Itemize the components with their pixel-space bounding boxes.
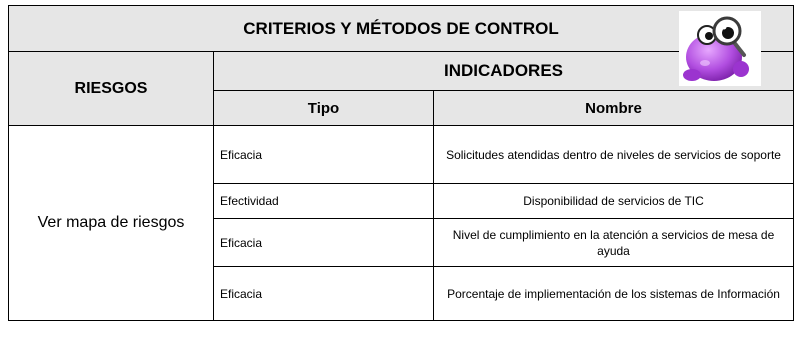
nombre-cell: Solicitudes atendidas dentro de niveles … xyxy=(432,125,795,184)
nombre-cell: Disponibilidad de servicios de TIC xyxy=(432,183,795,219)
tipo-header: Tipo xyxy=(213,90,434,126)
table-row: Eficacia Porcentaje de impliementación d… xyxy=(9,266,795,321)
nombre-header: Nombre xyxy=(432,90,795,126)
mascot-graphic xyxy=(683,16,749,81)
tipo-cell: Eficacia xyxy=(213,266,434,321)
table-title: CRITERIOS Y MÉTODOS DE CONTROL xyxy=(7,5,795,52)
table-row: Ver mapa de riesgos Eficacia Solicitudes… xyxy=(8,125,795,321)
tipo-cell: Efectividad xyxy=(213,183,434,219)
nombre-cell: Nivel de cumplimiento en la atención a s… xyxy=(432,218,795,267)
nombre-cell: Porcentaje de impliementación de los sis… xyxy=(432,266,795,321)
table-row: Eficacia Nivel de cumplimiento en la ate… xyxy=(9,218,795,267)
riesgo-cell: Ver mapa de riesgos xyxy=(8,125,214,321)
magnifier-mascot-icon xyxy=(679,11,761,86)
table-row: Efectividad Disponibilidad de servicios … xyxy=(9,183,795,219)
riesgos-header: RIESGOS xyxy=(8,51,214,126)
tipo-cell: Eficacia xyxy=(213,125,434,184)
tipo-cell: Eficacia xyxy=(213,218,434,267)
control-criteria-table: CRITERIOS Y MÉTODOS DE CONTROL RIESGOS I… xyxy=(7,5,795,321)
